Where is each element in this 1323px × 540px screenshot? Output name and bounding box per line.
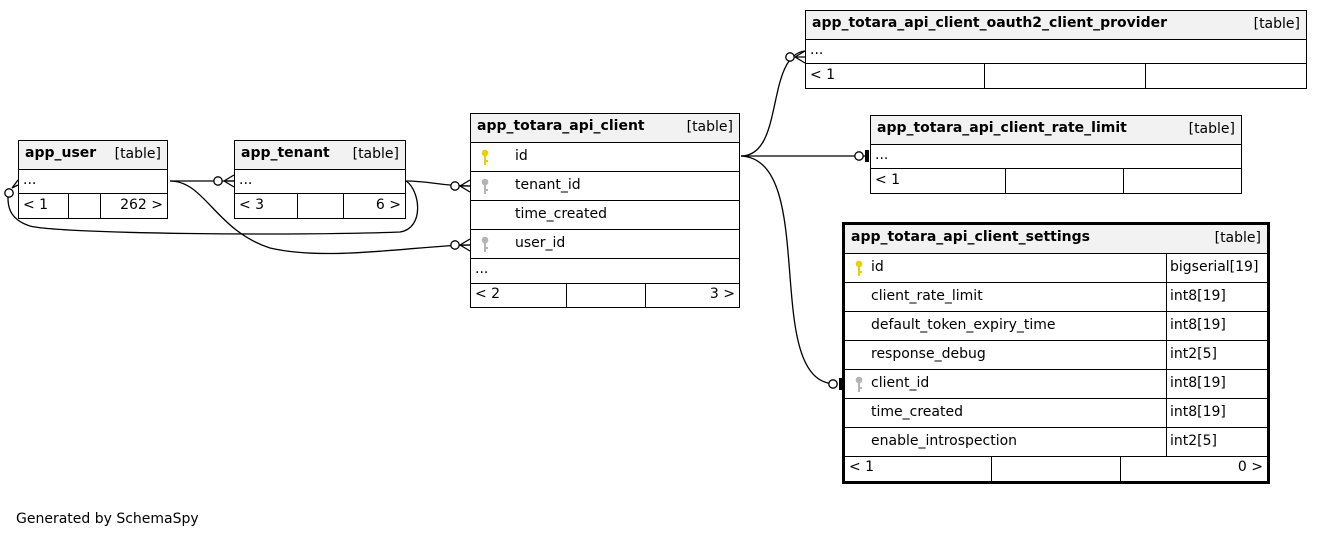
table-name: app_totara_api_client bbox=[477, 118, 645, 134]
nav-next[interactable]: 6 > bbox=[375, 197, 401, 213]
nav-prev[interactable]: < 1 bbox=[875, 172, 901, 188]
column-type: int2[5] bbox=[1166, 428, 1267, 456]
column-name: default_token_expiry_time bbox=[871, 317, 1056, 333]
table-app-totara-api-client[interactable]: app_totara_api_client [table] id tenant_… bbox=[470, 113, 740, 308]
column-row[interactable]: time_created int8[19] bbox=[845, 399, 1267, 428]
column-ellipsis: ... bbox=[19, 170, 167, 194]
link-client-settings bbox=[740, 155, 837, 385]
table-name: app_totara_api_client_settings bbox=[851, 229, 1090, 245]
column-row[interactable]: id bigserial[19] bbox=[845, 254, 1267, 283]
column-ellipsis: ... bbox=[471, 259, 739, 284]
ellipsis-text: ... bbox=[23, 172, 37, 188]
column-name: enable_introspection bbox=[871, 433, 1018, 449]
column-name: client_id bbox=[871, 375, 930, 391]
nav-prev[interactable]: < 2 bbox=[475, 286, 501, 302]
primary-key-icon bbox=[854, 260, 864, 281]
ellipsis-text: ... bbox=[475, 261, 489, 277]
column-type: int2[5] bbox=[1166, 341, 1267, 369]
table-app-user[interactable]: app_user [table] ... < 1 262 > bbox=[18, 140, 168, 219]
column-type: int8[19] bbox=[1166, 283, 1267, 311]
column-ellipsis: ... bbox=[235, 170, 405, 194]
table-name: app_tenant bbox=[241, 145, 330, 161]
nav-row: < 1 bbox=[871, 169, 1241, 193]
column-name: user_id bbox=[515, 235, 566, 251]
table-header: app_totara_api_client [table] bbox=[471, 114, 739, 143]
nav-prev[interactable]: < 1 bbox=[23, 197, 49, 213]
table-rate-limit[interactable]: app_totara_api_client_rate_limit [table]… bbox=[870, 115, 1242, 194]
nav-prev[interactable]: < 1 bbox=[810, 67, 836, 83]
table-type: [table] bbox=[1214, 230, 1261, 246]
column-name: time_created bbox=[515, 206, 607, 222]
column-name: id bbox=[515, 148, 528, 164]
column-type: int8[19] bbox=[1166, 370, 1267, 398]
nav-next[interactable]: 0 > bbox=[1237, 459, 1263, 475]
nav-row: < 1 bbox=[806, 64, 1306, 88]
column-row[interactable]: default_token_expiry_time int8[19] bbox=[845, 312, 1267, 341]
column-name: time_created bbox=[871, 404, 963, 420]
column-ellipsis: ... bbox=[871, 145, 1241, 169]
column-type: int8[19] bbox=[1166, 312, 1267, 340]
column-name: client_rate_limit bbox=[871, 288, 983, 304]
column-row[interactable]: tenant_id bbox=[471, 172, 739, 201]
table-name: app_totara_api_client_rate_limit bbox=[877, 120, 1127, 136]
column-row[interactable]: user_id bbox=[471, 230, 739, 259]
column-type: bigserial[19] bbox=[1166, 254, 1267, 282]
table-header: app_totara_api_client_settings [table] bbox=[845, 225, 1267, 254]
table-header: app_user [table] bbox=[19, 141, 167, 170]
primary-key-icon bbox=[480, 149, 490, 170]
table-settings[interactable]: app_totara_api_client_settings [table] i… bbox=[842, 222, 1270, 484]
column-name: tenant_id bbox=[515, 177, 581, 193]
table-type: [table] bbox=[1188, 121, 1235, 137]
column-row[interactable]: client_id int8[19] bbox=[845, 370, 1267, 399]
nav-row: < 3 6 > bbox=[235, 194, 405, 218]
nav-next[interactable]: 3 > bbox=[709, 286, 735, 302]
table-app-tenant[interactable]: app_tenant [table] ... < 3 6 > bbox=[234, 140, 406, 219]
column-row[interactable]: id bbox=[471, 143, 739, 172]
column-row[interactable]: enable_introspection int2[5] bbox=[845, 428, 1267, 457]
nav-prev[interactable]: < 1 bbox=[849, 459, 875, 475]
table-header: app_tenant [table] bbox=[235, 141, 405, 170]
foreign-key-icon bbox=[854, 376, 864, 397]
ellipsis-text: ... bbox=[239, 172, 253, 188]
column-name: response_debug bbox=[871, 346, 986, 362]
table-type: [table] bbox=[352, 146, 399, 162]
link-client-oauth2 bbox=[740, 50, 806, 157]
table-type: [table] bbox=[114, 146, 161, 162]
foreign-key-icon bbox=[480, 236, 490, 257]
table-header: app_totara_api_client_oauth2_client_prov… bbox=[806, 11, 1306, 40]
column-ellipsis: ... bbox=[806, 40, 1306, 64]
table-oauth2-client-provider[interactable]: app_totara_api_client_oauth2_client_prov… bbox=[805, 10, 1307, 89]
ellipsis-text: ... bbox=[875, 147, 889, 163]
table-type: [table] bbox=[686, 119, 733, 135]
column-row[interactable]: time_created bbox=[471, 201, 739, 230]
foreign-key-icon bbox=[480, 178, 490, 199]
nav-row: < 1 0 > bbox=[845, 457, 1267, 481]
nav-prev[interactable]: < 3 bbox=[239, 197, 265, 213]
table-name: app_user bbox=[25, 145, 97, 161]
column-row[interactable]: client_rate_limit int8[19] bbox=[845, 283, 1267, 312]
nav-row: < 2 3 > bbox=[471, 284, 739, 307]
generated-by-footer: Generated by SchemaSpy bbox=[16, 511, 199, 527]
nav-next[interactable]: 262 > bbox=[120, 197, 163, 213]
link-tenant-user bbox=[7, 180, 419, 235]
table-header: app_totara_api_client_rate_limit [table] bbox=[871, 116, 1241, 145]
column-name: id bbox=[871, 259, 884, 275]
column-type: int8[19] bbox=[1166, 399, 1267, 427]
table-name: app_totara_api_client_oauth2_client_prov… bbox=[812, 15, 1167, 31]
nav-row: < 1 262 > bbox=[19, 194, 167, 218]
link-user-client bbox=[169, 180, 471, 255]
ellipsis-text: ... bbox=[810, 42, 824, 58]
table-type: [table] bbox=[1253, 16, 1300, 32]
column-row[interactable]: response_debug int2[5] bbox=[845, 341, 1267, 370]
